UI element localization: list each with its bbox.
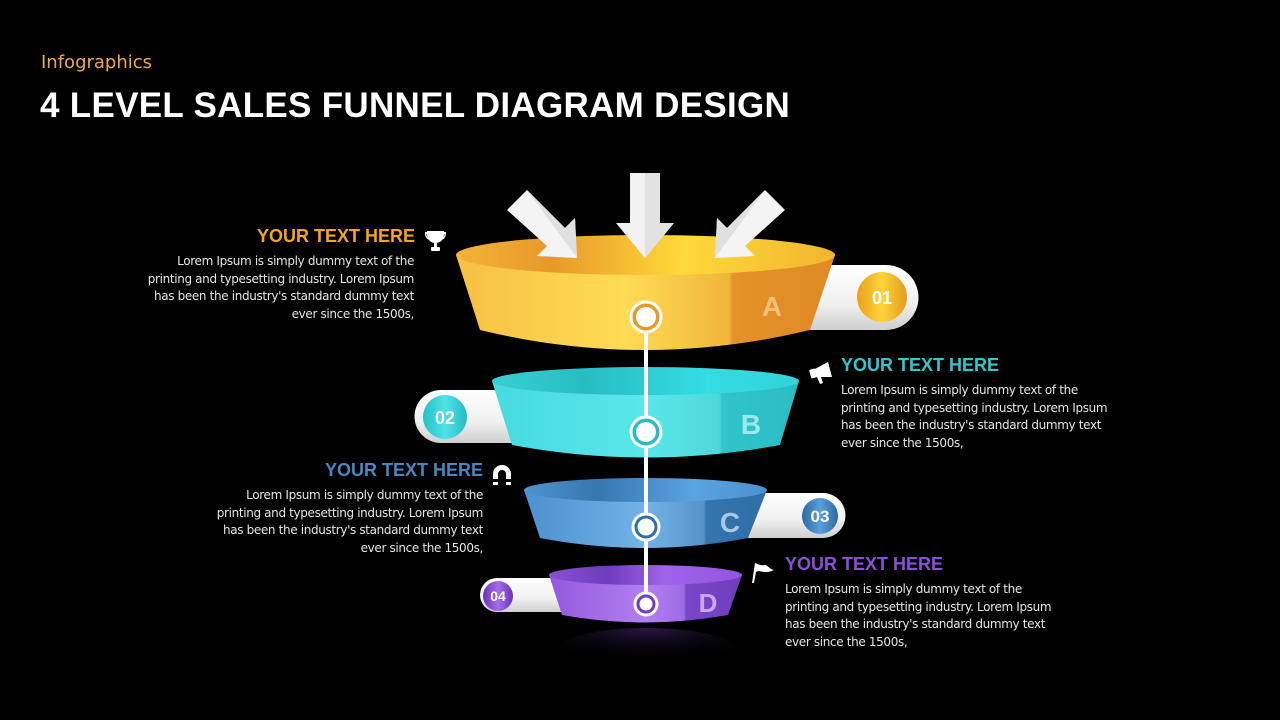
- arrow-down-right-icon: [507, 190, 577, 258]
- level-letter-b: B: [741, 409, 761, 440]
- flag-icon: [752, 563, 774, 583]
- block-body: Lorem Ipsum is simply dummy text of the …: [841, 383, 1108, 450]
- block-body: Lorem Ipsum is simply dummy text of the …: [785, 582, 1052, 649]
- node-a: [629, 300, 663, 334]
- magnet-icon: [493, 465, 511, 485]
- block-heading: YOUR TEXT HERE: [785, 554, 944, 574]
- trophy-icon: [425, 231, 446, 251]
- block-body: Lorem Ipsum is simply dummy text of the …: [216, 488, 484, 555]
- level-letter-d: D: [699, 588, 718, 618]
- level-letter-c: C: [720, 507, 740, 538]
- block-heading: YOUR TEXT HERE: [256, 226, 415, 246]
- text-block-2: YOUR TEXT HERE Lorem Ipsum is simply dum…: [841, 355, 1141, 452]
- level-number-01: 01: [872, 288, 892, 308]
- megaphone-icon: [809, 362, 832, 384]
- block-heading: YOUR TEXT HERE: [324, 460, 483, 480]
- text-block-1: YOUR TEXT HERE Lorem Ipsum is simply dum…: [114, 226, 415, 323]
- level-number-04: 04: [490, 588, 506, 604]
- node-b: [629, 415, 663, 449]
- node-c: [631, 512, 661, 542]
- text-block-3: YOUR TEXT HERE Lorem Ipsum is simply dum…: [183, 460, 484, 557]
- level-letter-a: A: [762, 291, 782, 322]
- page-title: 4 LEVEL SALES FUNNEL DIAGRAM DESIGN: [40, 86, 791, 125]
- level-number-03: 03: [811, 507, 830, 526]
- block-body: Lorem Ipsum is simply dummy text of the …: [147, 254, 415, 321]
- node-d: [633, 591, 659, 617]
- arrow-down-icon: [616, 173, 674, 258]
- funnel-reflection: [557, 628, 737, 672]
- text-block-4: YOUR TEXT HERE Lorem Ipsum is simply dum…: [785, 554, 1085, 651]
- subtitle: Infographics: [41, 52, 153, 73]
- level-number-02: 02: [435, 408, 455, 428]
- block-heading: YOUR TEXT HERE: [841, 355, 1000, 375]
- arrow-down-left-icon: [715, 190, 785, 258]
